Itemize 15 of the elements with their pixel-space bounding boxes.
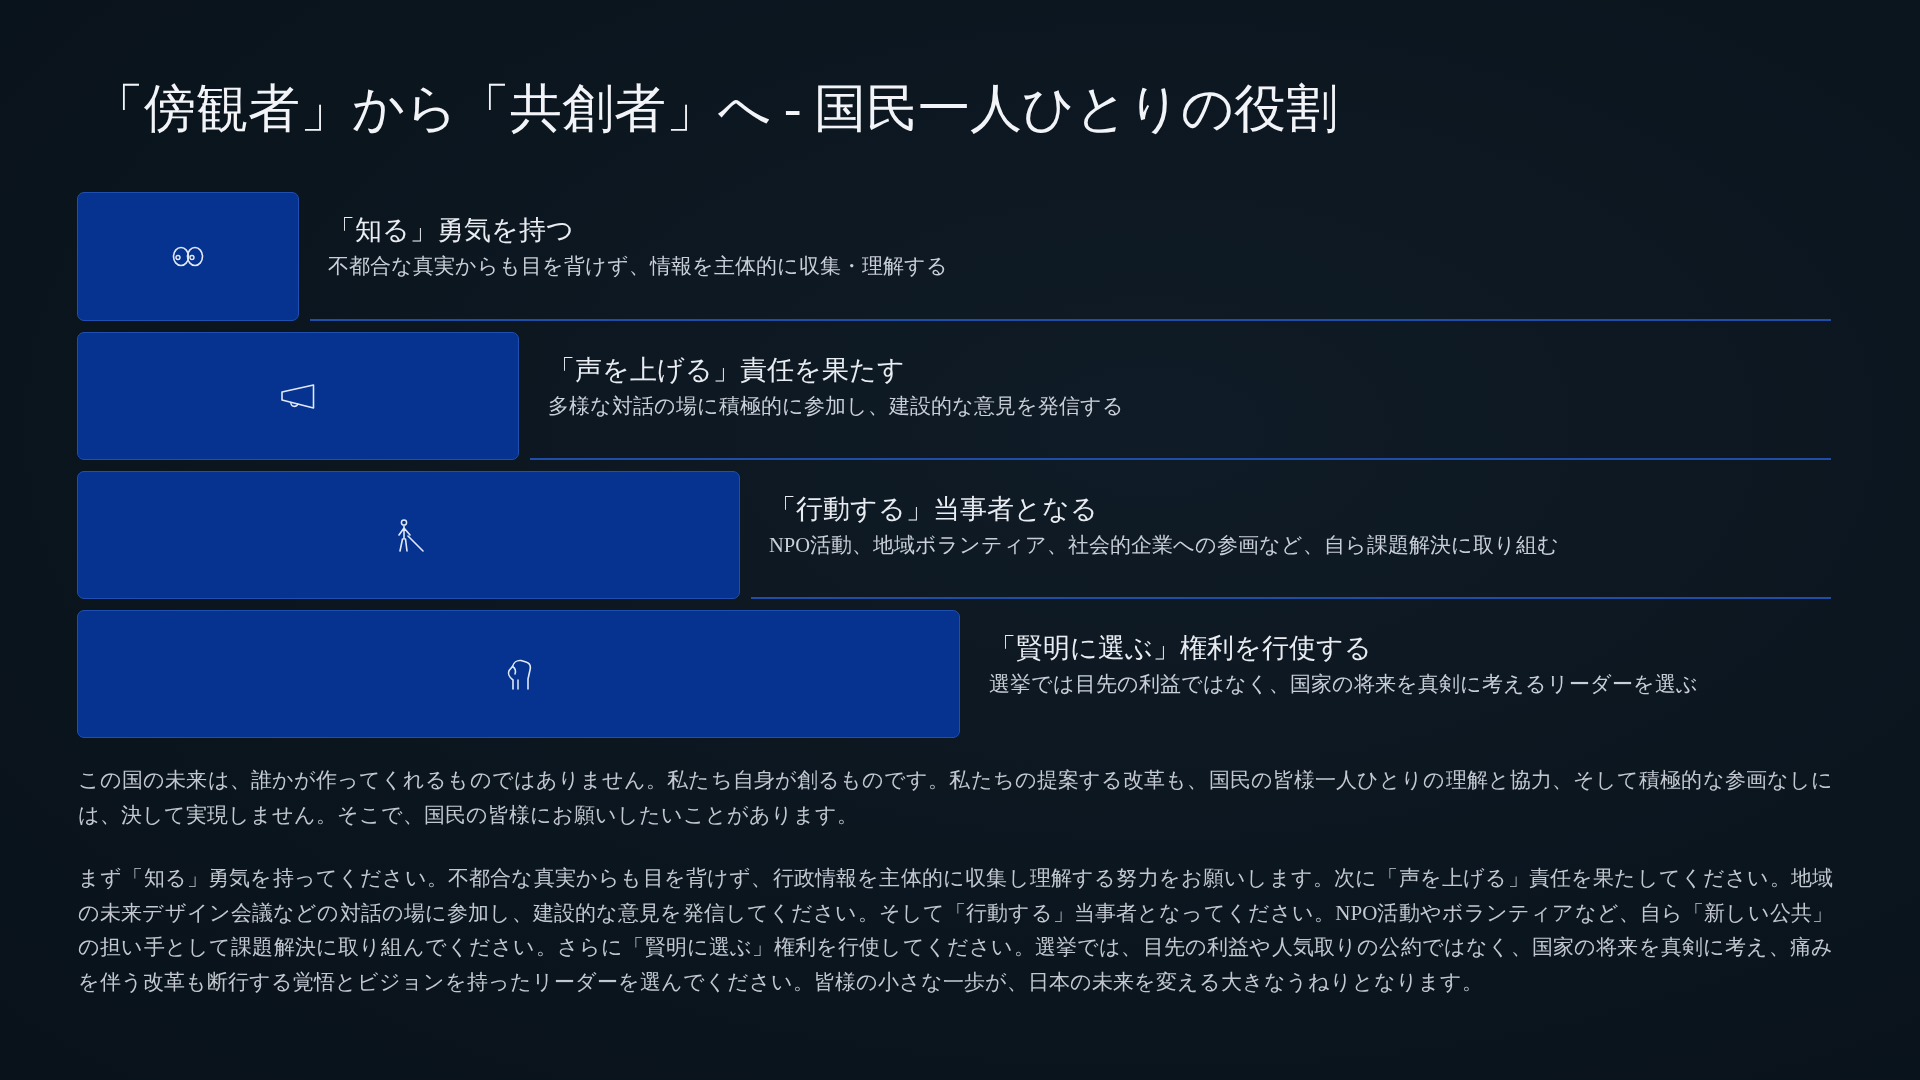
slide-title: 「傍観者」から「共創者」へ - 国民一人ひとりの役割: [92, 79, 1339, 139]
body-paragraph: まず「知る」勇気を持ってください。不都合な真実からも目を背けず、行政情報を主体的に収集し理解する努力をお願いします。次に「声を上げる」責任を果たしてください。地域の未来デザイン会議などの対話の場に参加し、建設的な意見を発信してください。そして「行動する」当事者となってください。NPO活動やボランティアなど、自ら「新しい公共」の担い手として課題解決に取り組んでください。さらに「賢明に選ぶ」権利を行使してください。選挙では、目先の利益や人気取りの公約ではなく、国家の将来を真剣に考え、痛みを伴う改革も断行する覚悟とビジョンを持ったリーダーを選んでください。皆様の小さな一歩が、日本の未来を変える大きなうねりとなります。: [78, 865, 1833, 996]
step-bar: [77, 332, 519, 460]
step-bar: [77, 471, 740, 599]
step-description: 不都合な真実からも目を背けず、情報を主体的に収集・理解する: [328, 254, 948, 279]
step-bar: [77, 192, 299, 321]
step-description: NPO活動、地域ボランティア、社会的企業への参画など、自ら課題解決に取り組む: [769, 533, 1559, 558]
step-heading: 「賢明に選ぶ」権利を行使する: [989, 632, 1372, 665]
step-bar: [77, 610, 960, 738]
step-description: 選挙では目先の利益ではなく、国家の将来を真剣に考えるリーダーを選ぶ: [989, 672, 1698, 697]
step-description: 多様な対話の場に積極的に参加し、建設的な意見を発信する: [548, 394, 1124, 419]
step-heading: 「行動する」当事者となる: [769, 493, 1098, 526]
step-heading: 「知る」勇気を持つ: [328, 214, 574, 247]
step-heading: 「声を上げる」責任を果たす: [548, 354, 905, 387]
body-paragraph: この国の未来は、誰かが作ってくれるものではありません。私たち自身が創るものです。私たちの提案する改革も、国民の皆様一人ひとりの理解と協力、そして積極的な参画なしには、決して実現しません。そこで、国民の皆様にお願いしたいことがあります。: [78, 767, 1833, 829]
